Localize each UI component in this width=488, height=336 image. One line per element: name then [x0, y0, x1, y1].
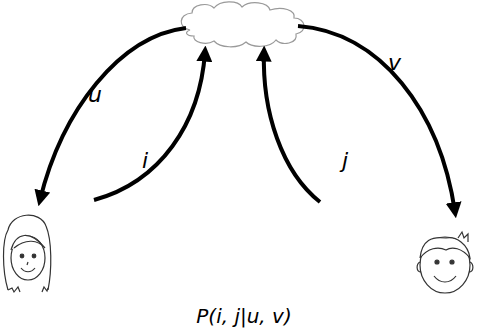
- cloud: [181, 2, 304, 47]
- boy-face: [417, 232, 473, 293]
- arrows: [40, 26, 455, 212]
- arrow-label: u: [88, 84, 102, 106]
- girl-face: [4, 215, 51, 292]
- arrow-label: v: [388, 52, 401, 74]
- arrow-label: i: [142, 150, 148, 172]
- caption: P(i, j|u, v): [196, 306, 291, 326]
- arrow-label: j: [342, 150, 348, 172]
